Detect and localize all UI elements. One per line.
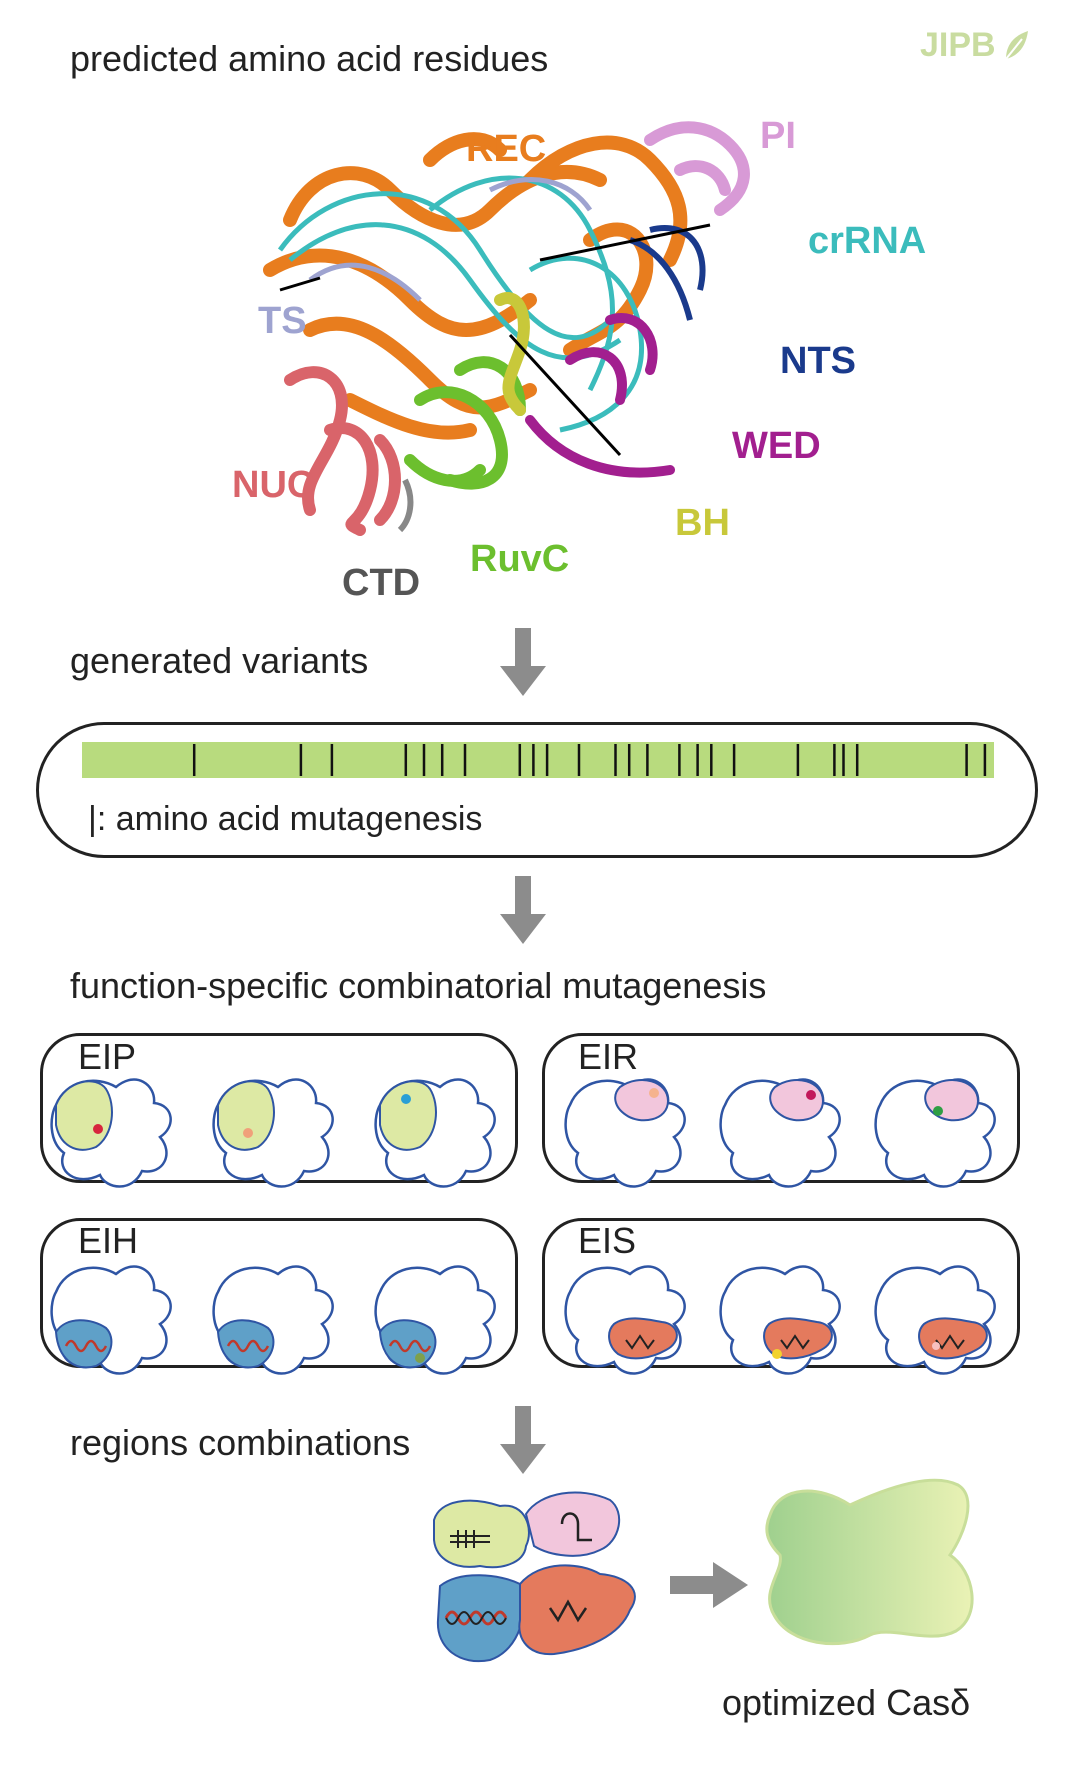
ruvc-domain <box>404 356 526 490</box>
panel-title-eir: EIR <box>578 1036 639 1077</box>
label-ruvc: RuvC <box>470 538 570 580</box>
logo-text: JIPB <box>920 26 996 64</box>
combined-regions <box>433 1491 636 1663</box>
arrow-down-3 <box>500 1406 546 1474</box>
arrow-right <box>670 1562 748 1608</box>
label-wed: WED <box>732 425 821 467</box>
eis-blobs <box>564 1265 996 1375</box>
label-crrna: crRNA <box>808 220 927 262</box>
ts-strand <box>308 177 593 302</box>
combined-eir <box>524 1491 620 1557</box>
leaf-icon <box>1004 30 1028 60</box>
panel-title-eip: EIP <box>78 1036 137 1077</box>
mutation-dot <box>401 1094 411 1104</box>
variants-capsule <box>36 722 1038 858</box>
protein-structure <box>263 121 750 536</box>
label-bh: BH <box>675 502 730 544</box>
mutation-dot <box>806 1090 816 1100</box>
mutation-dot <box>932 1342 940 1350</box>
panel-title-eis: EIS <box>578 1220 637 1261</box>
ctd-domain <box>397 478 414 533</box>
mutation-dot <box>772 1349 782 1359</box>
title-function: function-specific combinatorial mutagene… <box>70 965 767 1006</box>
wed-domain <box>525 313 675 478</box>
label-pi: PI <box>760 115 796 157</box>
label-ctd: CTD <box>342 562 421 604</box>
nuc-domain <box>284 366 401 536</box>
label-ts: TS <box>258 300 307 342</box>
optimized-cas-shape <box>765 1478 974 1646</box>
sequence-bar <box>82 742 994 778</box>
nts-strand <box>628 225 706 321</box>
mutation-dot <box>243 1128 253 1138</box>
title-regions: regions combinations <box>70 1422 411 1463</box>
mutation-dot <box>93 1124 103 1134</box>
panel-title-eih: EIH <box>78 1220 139 1261</box>
bh-domain <box>494 292 530 416</box>
combined-eis <box>518 1564 636 1656</box>
title-predicted: predicted amino acid residues <box>70 38 549 79</box>
label-nts: NTS <box>780 340 856 382</box>
arrow-down-1 <box>500 628 546 696</box>
final-label: optimized Casδ <box>722 1682 971 1723</box>
legend-text: : amino acid mutagenesis <box>96 800 483 838</box>
combined-eip <box>433 1499 530 1569</box>
label-nuc: NUC <box>232 464 315 506</box>
title-generated: generated variants <box>70 640 369 681</box>
mutation-dot <box>933 1106 943 1116</box>
legend: |: amino acid mutagenesis <box>88 800 482 839</box>
mutation-dot <box>415 1353 425 1363</box>
label-rec: REC <box>466 128 547 170</box>
eip-blobs <box>50 1078 496 1188</box>
eir-blobs <box>564 1078 996 1188</box>
legend-symbol: | <box>88 800 97 838</box>
rec-domain <box>263 132 688 440</box>
jipb-logo: JIPB <box>920 26 1030 65</box>
mutation-dot <box>649 1088 659 1098</box>
arrow-down-2 <box>500 876 546 944</box>
pi-domain <box>644 121 750 216</box>
eih-blobs <box>50 1265 496 1375</box>
